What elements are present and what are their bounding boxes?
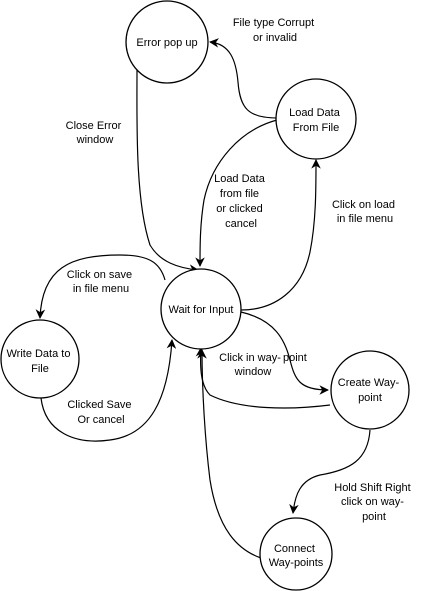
label-load-or-cancel: Load Data from file or clicked cancel [214,173,268,230]
node-wait-input-label: Wait for Input [168,304,233,316]
node-load-data: Load Data From File [275,78,357,160]
svg-text:Create Way- point: Create Way- point [338,377,402,404]
svg-text:Write Data to File: Write Data to File [6,348,73,375]
label-clicked-save-cancel: Clicked Save Or cancel [67,399,134,426]
svg-text:Load Data From File: Load Data From File [289,107,343,134]
edge-connect-to-wait [197,349,262,559]
label-file-corrupt: File type Corrupt or invalid [233,17,317,44]
edge-wait-to-create [240,311,329,395]
node-wait-input: Wait for Input [160,268,242,350]
node-write-data: Write Data to File [0,319,80,399]
node-error-popup-label: Error pop up [136,37,197,49]
label-click-waypoint-window-3: window [234,366,272,378]
label-close-error: Close Error window [66,120,125,146]
node-error-popup: Error pop up [125,0,209,84]
node-write-data-line1: Write Data to [6,348,70,360]
node-create-waypoint: Create Way- point [330,350,410,430]
label-hold-shift: Hold Shift Right click on way- point [334,482,414,523]
label-click-waypoint-window: Click in way- [219,352,281,364]
label-click-load: Click on load in file menu [332,199,398,225]
edge-write-to-wait [40,339,177,442]
edge-wait-to-write [35,254,166,319]
edge-error-to-wait [136,69,199,274]
svg-text:Connect Way-points: Connect Way-points [269,543,324,569]
edge-load-to-error [209,38,278,119]
node-connect-waypoints: Connect Way-points [259,517,333,591]
svg-text:Error pop up: Error pop up [136,37,197,49]
node-load-data-line1: Load Data [289,107,341,119]
label-click-save: Click on save in file menu [67,269,135,295]
edge-create-to-wait [195,347,331,409]
svg-text:Wait for Input: Wait for Input [168,304,233,316]
node-write-data-line2: File [31,363,49,375]
node-create-waypoint-line2: point [358,392,382,404]
edge-load-to-wait [195,119,278,267]
node-create-waypoint-line1: Create Way- [338,377,400,389]
edge-create-to-connect [289,429,371,514]
node-load-data-line2: From File [293,122,339,134]
node-connect-waypoints-line2: Way-points [269,557,324,569]
node-connect-waypoints-line1: Connect [274,543,315,555]
label-click-waypoint-window-2: point [283,352,307,364]
edge-wait-to-load [240,159,321,311]
